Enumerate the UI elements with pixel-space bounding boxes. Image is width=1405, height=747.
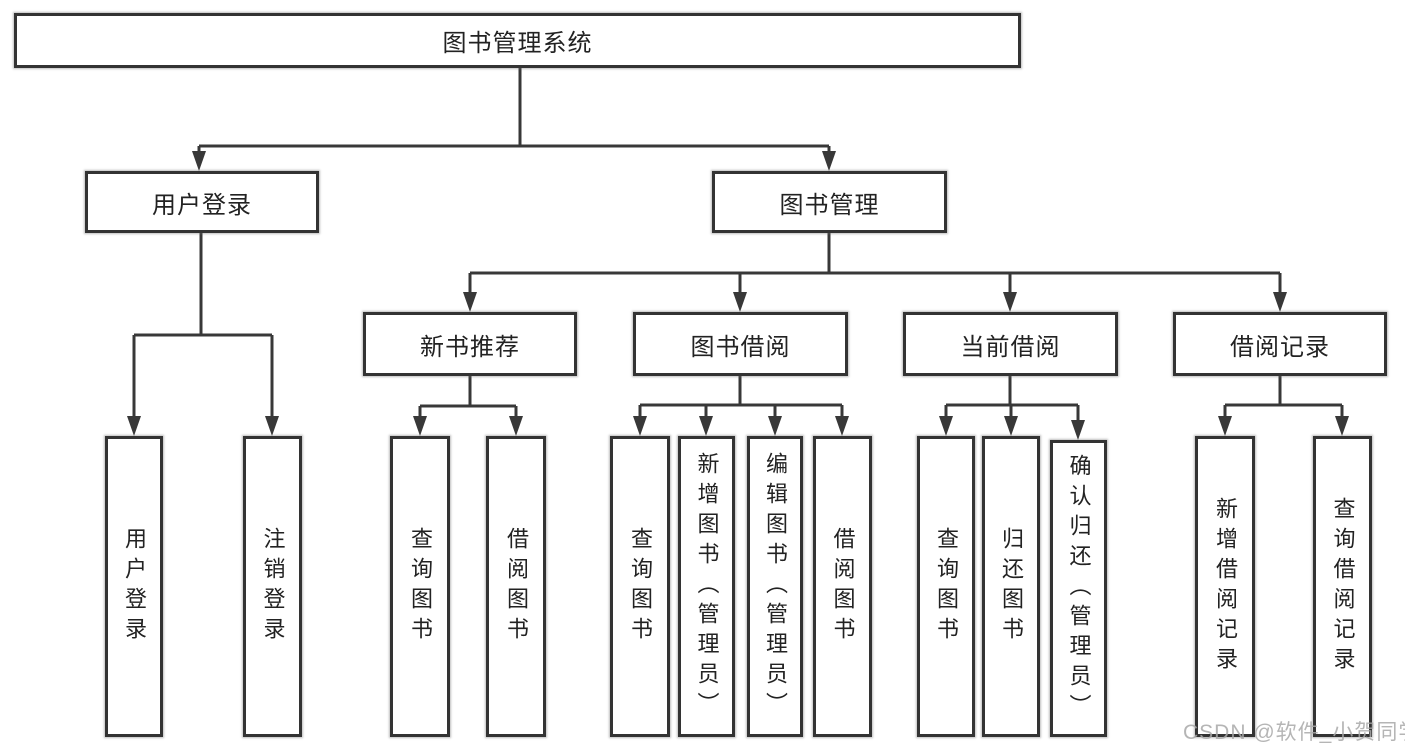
node-label: 用户登录	[152, 191, 252, 219]
node-label: 归还图书	[999, 526, 1024, 647]
arrow-down-icon	[835, 416, 849, 436]
arrow-down-icon	[265, 416, 279, 436]
tree-edges	[132, 68, 1344, 422]
node-current-borrow: 当前借阅	[903, 312, 1118, 376]
arrow-down-icon	[413, 416, 427, 436]
node-user-login: 用户登录	[85, 171, 319, 233]
arrow-down-icon	[463, 292, 477, 312]
node-label: 查询图书	[934, 526, 959, 647]
node-label: 借阅记录	[1230, 333, 1330, 361]
arrowheads	[127, 151, 1349, 440]
node-label: 新增借阅记录	[1213, 496, 1238, 677]
node-leaf-return-books: 归还图书	[982, 436, 1040, 737]
node-borrow-records: 借阅记录	[1173, 312, 1387, 376]
node-leaf-confirm-return-admin: 确认归还（管理员）	[1050, 440, 1107, 737]
node-label: 注销登录	[260, 526, 286, 647]
node-leaf-user-login: 用户登录	[105, 436, 163, 737]
arrow-down-icon	[733, 292, 747, 312]
node-leaf-add-borrow-record: 新增借阅记录	[1195, 436, 1255, 737]
arrow-down-icon	[1218, 416, 1232, 436]
node-leaf-query-books-current: 查询图书	[917, 436, 975, 737]
arrow-down-icon	[633, 416, 647, 436]
node-label: 确认归还（管理员）	[1066, 453, 1092, 724]
arrow-down-icon	[1003, 292, 1017, 312]
node-leaf-query-books: 查询图书	[610, 436, 670, 737]
node-leaf-edit-books-admin: 编辑图书（管理员）	[747, 436, 803, 737]
node-new-book-recommend: 新书推荐	[363, 312, 577, 376]
node-leaf-logout: 注销登录	[243, 436, 302, 737]
node-label: 查询图书	[408, 526, 433, 647]
arrow-down-icon	[509, 416, 523, 436]
node-label: 当前借阅	[960, 333, 1061, 361]
arrow-down-icon	[1335, 416, 1349, 436]
arrow-down-icon	[192, 151, 206, 171]
arrow-down-icon	[1071, 420, 1085, 440]
node-root-system: 图书管理系统	[14, 13, 1021, 68]
node-book-borrow: 图书借阅	[633, 312, 848, 376]
node-label: 查询图书	[628, 526, 653, 647]
node-label: 图书管理系统	[442, 30, 593, 57]
node-leaf-borrow-books: 借阅图书	[813, 436, 872, 737]
node-label: 借阅图书	[830, 526, 856, 647]
node-leaf-add-books-admin: 新增图书（管理员）	[678, 436, 735, 737]
node-label: 新增图书（管理员）	[694, 451, 720, 722]
arrow-down-icon	[1004, 416, 1018, 436]
node-label: 编辑图书（管理员）	[763, 451, 788, 722]
arrow-down-icon	[1273, 292, 1287, 312]
arrow-down-icon	[699, 416, 713, 436]
arrow-down-icon	[822, 151, 836, 171]
node-label: 图书管理	[779, 191, 880, 219]
node-leaf-borrow-books-recommend: 借阅图书	[486, 436, 546, 737]
node-label: 查询借阅记录	[1330, 496, 1356, 677]
node-leaf-query-books-recommend: 查询图书	[390, 436, 450, 737]
arrow-down-icon	[939, 416, 953, 436]
arrow-down-icon	[768, 416, 782, 436]
node-label: 新书推荐	[420, 333, 520, 361]
node-label: 图书借阅	[690, 333, 791, 361]
arrow-down-icon	[127, 416, 141, 436]
node-label: 借阅图书	[504, 526, 529, 647]
node-label: 用户登录	[122, 526, 147, 647]
node-leaf-query-borrow-record: 查询借阅记录	[1313, 436, 1372, 737]
node-book-management: 图书管理	[712, 171, 947, 233]
watermark: CSDN @软件_小贺同学	[1183, 721, 1405, 744]
